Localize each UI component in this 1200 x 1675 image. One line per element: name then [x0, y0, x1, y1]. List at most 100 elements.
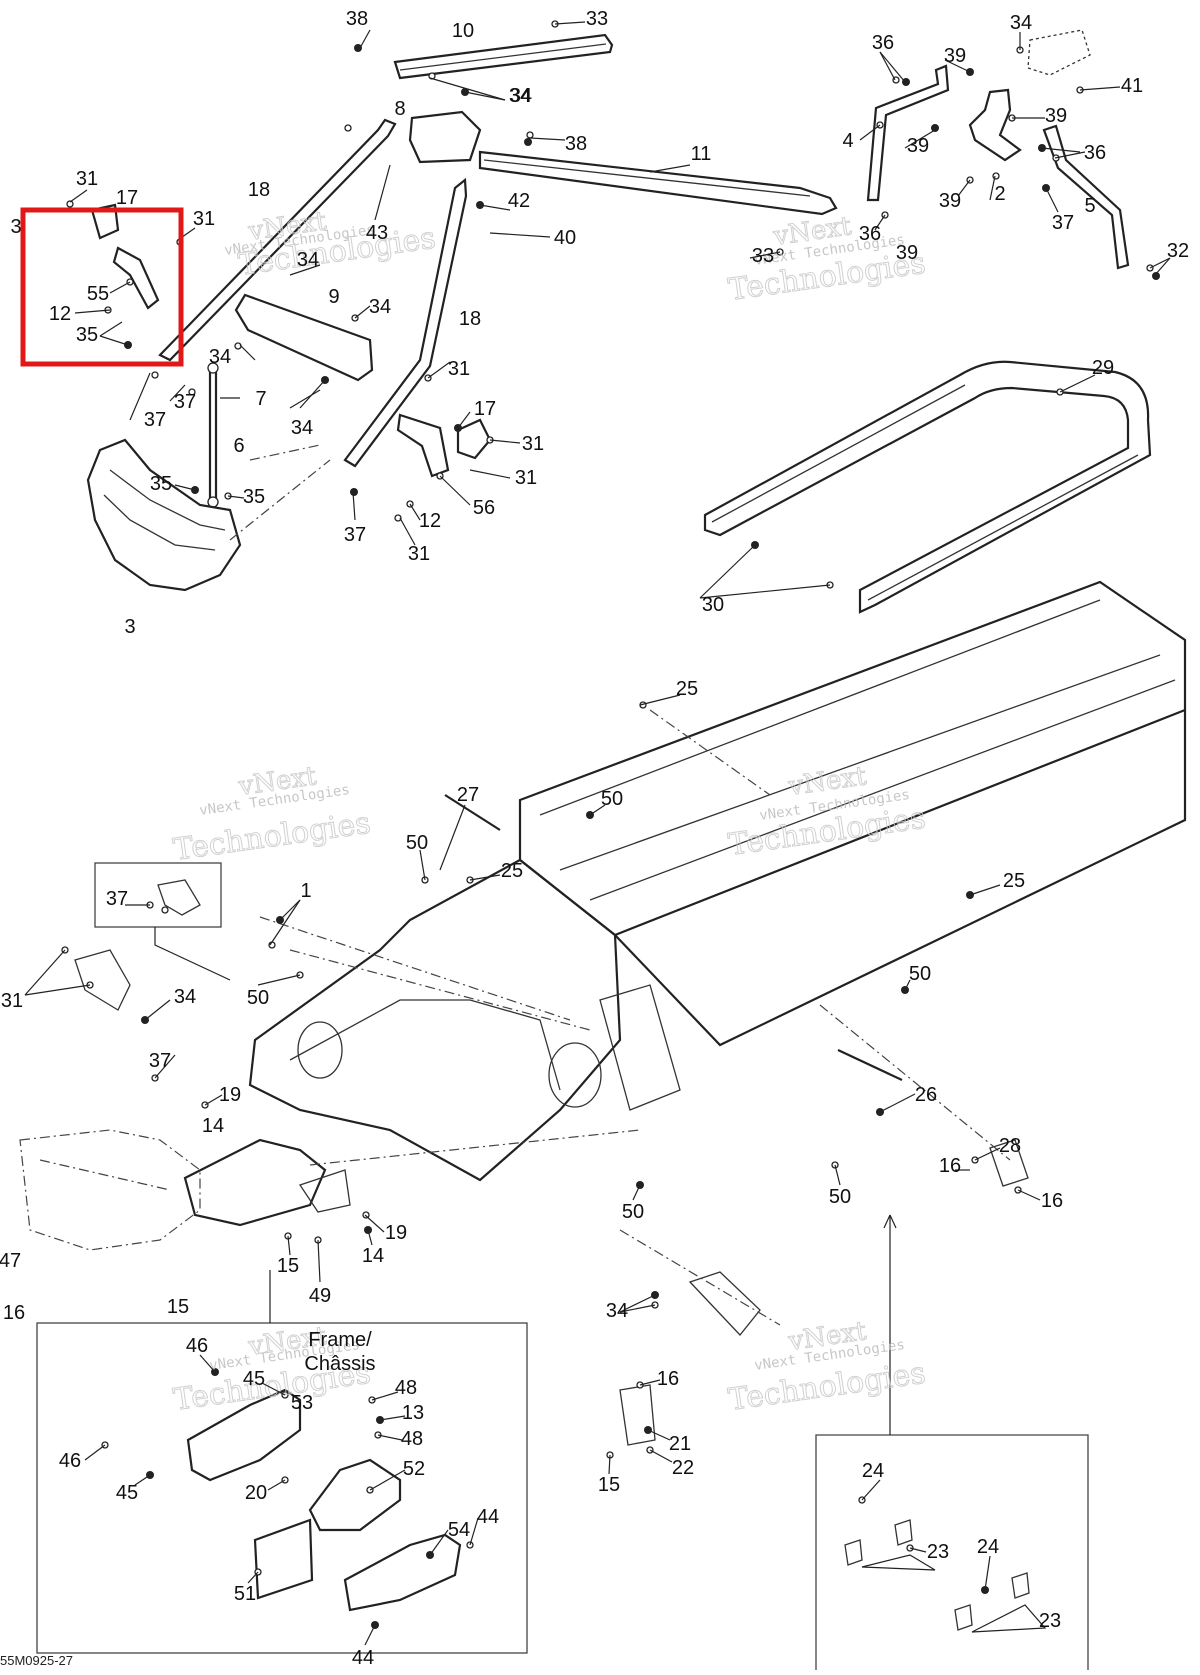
- mount-part-54: [343, 1533, 462, 1612]
- callout-label: 51: [234, 1583, 256, 1605]
- callout-label: 19: [385, 1222, 407, 1244]
- plate-part-17-right: [456, 418, 492, 460]
- leader-lines: [24, 21, 1171, 1646]
- callout-label: 4: [842, 130, 853, 152]
- callout-label: 44: [352, 1647, 374, 1669]
- callout-label: 25: [1003, 870, 1025, 892]
- callout-label: 32: [1167, 240, 1189, 262]
- callout-label: 38: [346, 8, 368, 30]
- callout-label: 16: [657, 1368, 679, 1390]
- fastener: [344, 124, 352, 132]
- fastener: [350, 488, 358, 496]
- callout-label: 22: [672, 1457, 694, 1479]
- callout-label: 35: [150, 473, 172, 495]
- callout-label: 50: [247, 987, 269, 1009]
- bracket-part-21: [619, 1384, 656, 1446]
- callout-label: 34: [369, 296, 391, 318]
- callout-label: 15: [598, 1474, 620, 1496]
- callout-label: 11: [691, 143, 712, 165]
- detail-part-37: [157, 879, 201, 916]
- callout-label: 41: [1121, 75, 1143, 97]
- callout-label: 37: [149, 1050, 171, 1072]
- callout-label: 34: [209, 346, 231, 368]
- callout-label: 36: [1084, 142, 1106, 164]
- callout-label: 48: [401, 1428, 423, 1450]
- callout-label: 50: [406, 832, 428, 854]
- callout-label: 25: [676, 678, 698, 700]
- fastener: [931, 124, 939, 132]
- callout-label: 30: [702, 594, 724, 616]
- callout-label: 28: [999, 1135, 1021, 1157]
- callout-label: 26: [915, 1084, 937, 1106]
- callout-label: 31: [515, 467, 537, 489]
- cable-part-27: [444, 794, 501, 831]
- callout-label: 50: [601, 788, 623, 810]
- callout-label: 9: [328, 286, 339, 308]
- skid-detail: [844, 1519, 1047, 1633]
- callout-label: 31: [1, 990, 23, 1012]
- assembly-lines: [229, 444, 1011, 1326]
- callout-label: 31: [76, 168, 98, 190]
- callout-label: 23: [1039, 1610, 1061, 1632]
- suspension-ghost: [19, 1129, 351, 1251]
- callout-label: 3: [10, 216, 21, 238]
- mount-part-52: [308, 1458, 402, 1532]
- callout-label: 38: [565, 133, 587, 155]
- callout-label: 33: [752, 245, 774, 267]
- inset-panel-frame-mount: [36, 1322, 528, 1654]
- callout-label: 50: [909, 963, 931, 985]
- callout-label: 17: [474, 398, 496, 420]
- bracket-part-8: [408, 110, 482, 164]
- tube-part-18-left: [158, 118, 397, 362]
- callout-label: 24: [977, 1536, 999, 1558]
- fastener: [234, 342, 242, 350]
- callout-label: 34: [510, 85, 532, 107]
- callout-label: 45: [116, 1482, 138, 1504]
- callout-label: 8: [394, 98, 405, 120]
- callout-label: 20: [245, 1482, 267, 1504]
- callout-label: 3: [124, 616, 135, 638]
- bar-part-11: [478, 150, 838, 216]
- callout-label: 14: [362, 1245, 384, 1267]
- callout-label: 15: [277, 1255, 299, 1277]
- tunnel-top: [518, 580, 1187, 937]
- callout-label: 39: [939, 190, 961, 212]
- callout-label: 23: [927, 1541, 949, 1563]
- fastener: [354, 44, 362, 52]
- callout-label: 24: [862, 1460, 884, 1482]
- side-brackets: [74, 879, 761, 1446]
- callout-label: 10: [452, 20, 474, 42]
- callout-label: 34: [291, 417, 313, 439]
- callout-label: 36: [859, 223, 881, 245]
- callout-label: 46: [59, 1450, 81, 1472]
- callout-label: 34: [606, 1300, 628, 1322]
- callout-label: 39: [896, 242, 918, 264]
- callout-label: 16: [939, 1155, 961, 1177]
- crossbar-part-10: [393, 33, 614, 80]
- bracket-part-31-right: [688, 1271, 761, 1336]
- bracket-part-9: [234, 293, 374, 382]
- callout-label: 45: [243, 1368, 265, 1390]
- callout-label: 39: [1045, 105, 1067, 127]
- callout-label: 6: [233, 435, 244, 457]
- callout-label: 34: [174, 986, 196, 1008]
- arm-part-5: [1042, 124, 1130, 270]
- skid-part-23-c: [954, 1604, 973, 1631]
- inset-panels: [36, 862, 1089, 1675]
- arm-part-4: [866, 64, 950, 202]
- callout-label: 37: [106, 888, 128, 910]
- highlight-box: [20, 207, 184, 367]
- fastener: [161, 906, 169, 914]
- bracket-part-2: [968, 88, 1022, 162]
- callout-label: 49: [309, 1285, 331, 1307]
- callout-label: 52: [403, 1458, 425, 1480]
- callout-label: 53: [291, 1392, 313, 1414]
- plate-part-17-left: [90, 203, 120, 240]
- fastener: [188, 388, 196, 396]
- callout-label: 16: [1041, 1190, 1063, 1212]
- fastener: [526, 131, 534, 139]
- fastener: [992, 172, 1000, 180]
- tube-part-18-right: [343, 177, 468, 468]
